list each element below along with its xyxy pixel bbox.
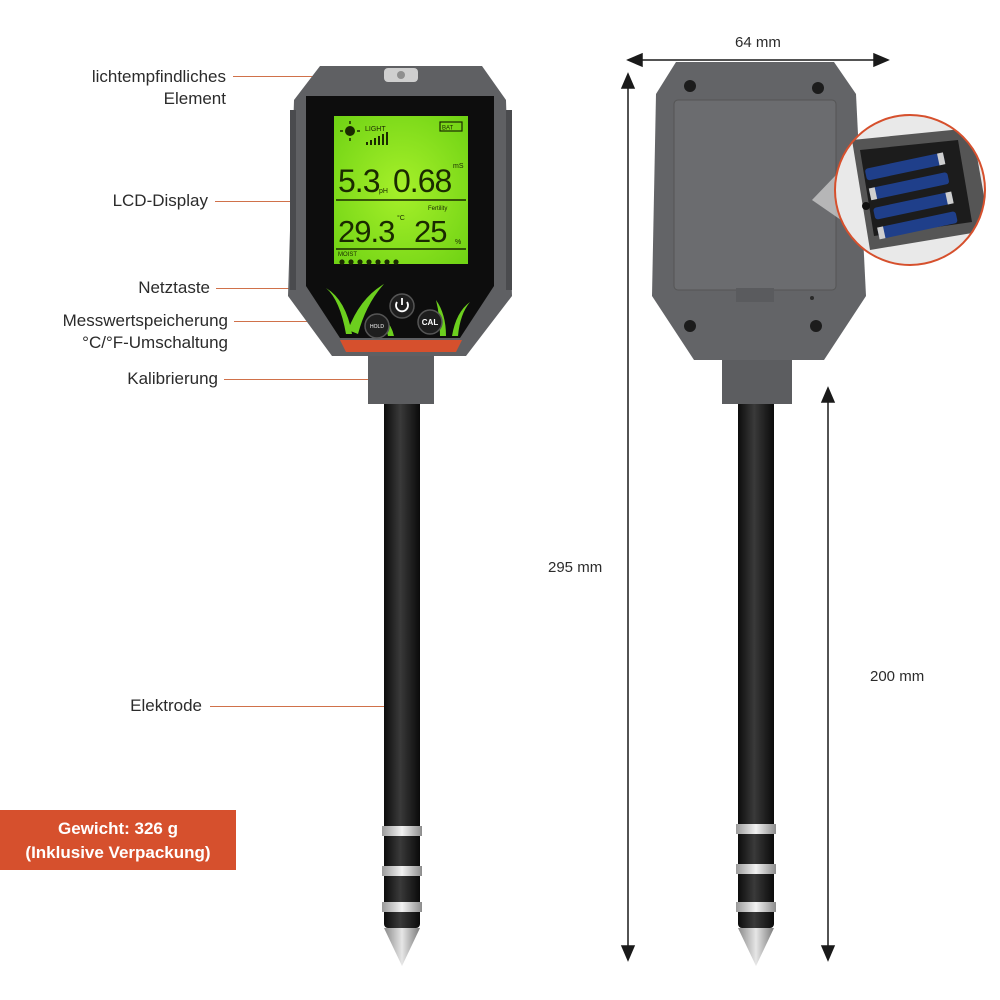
storage-leader [234,321,374,322]
light-level-bars [366,132,388,145]
lcd-ph-value: 5.3 [338,163,380,199]
battery-icon [439,121,463,132]
sun-icon [340,121,360,141]
lcd-label: LCD-Display [112,191,208,210]
light-sensor-label-line1: lichtempfindliches [91,67,226,86]
lcd-ph-unit: pH [379,188,388,195]
zoom-circle-border [834,114,986,266]
front-probe-ring-1 [382,826,422,836]
light-sensor-label-line2: Element [163,89,226,108]
front-probe-rod [384,398,420,928]
lcd-temp-unit: °C [397,214,405,222]
lcd-temperature: 29.3 [338,214,394,249]
lcd-moisture-unit: % [455,239,461,246]
weight-badge: Gewicht: 326 g (Inklusive Verpackung) [0,810,236,870]
dimension-arrows [620,52,890,962]
front-probe-tip [384,928,420,966]
power-label: Netztaste [138,278,210,297]
battery-cover [673,99,837,291]
lcd-screen [334,116,468,264]
lcd-moist-label: MOIST [338,252,357,258]
unit-switch-label: °C/°F-Umschaltung [82,333,228,352]
battery-compartment-zoom [834,114,986,266]
calibration-leader [224,379,384,380]
lcd-leader [215,201,340,202]
cal-button[interactable] [417,309,443,335]
front-neck [368,352,434,404]
storage-label: Messwertspeicherung °C/°F-Umschaltung [20,310,228,354]
electrode-leader [210,706,386,707]
back-device [652,62,866,966]
lcd-moisture: 25 [414,214,446,249]
back-screws [684,80,824,332]
lcd-light-label: LIGHT [365,126,386,133]
light-sensor-label: lichtempfindliches Element [40,66,226,110]
width-dimension-label: 64 mm [735,34,781,51]
calibration-label: Kalibrierung [127,369,218,388]
lcd-ec-unit: mS [453,163,464,170]
back-probe-tip [738,928,774,966]
front-device: LIGHT BAT 5.3 pH 0.68 mS Fertility 29.3 … [288,66,512,966]
weight-line2: (Inklusive Verpackung) [25,843,211,862]
power-icon [395,298,409,313]
lcd-battery-label: BAT [442,126,454,132]
back-probe-rod [738,394,774,928]
probe-length-label: 200 mm [870,668,925,685]
cal-button-label: CAL [422,318,439,327]
lcd-ec-value: 0.68 [393,163,451,199]
hold-button-label: HOLD [370,324,384,330]
power-button[interactable] [389,293,415,319]
total-length-label: 295 mm [548,559,603,576]
back-neck [722,352,792,404]
lcd-fertility-label: Fertility [428,206,447,212]
hold-unit-button[interactable] [364,313,390,339]
weight-line1: Gewicht: 326 g [58,819,178,838]
electrode-label: Elektrode [130,696,202,715]
storage-label-line1: Messwertspeicherung [62,311,228,330]
front-accent-strip [340,340,462,352]
front-probe-ring-3 [382,902,422,912]
front-probe-ring-2 [382,866,422,876]
light-sensor-leader [233,76,383,77]
moisture-drops [339,259,399,265]
